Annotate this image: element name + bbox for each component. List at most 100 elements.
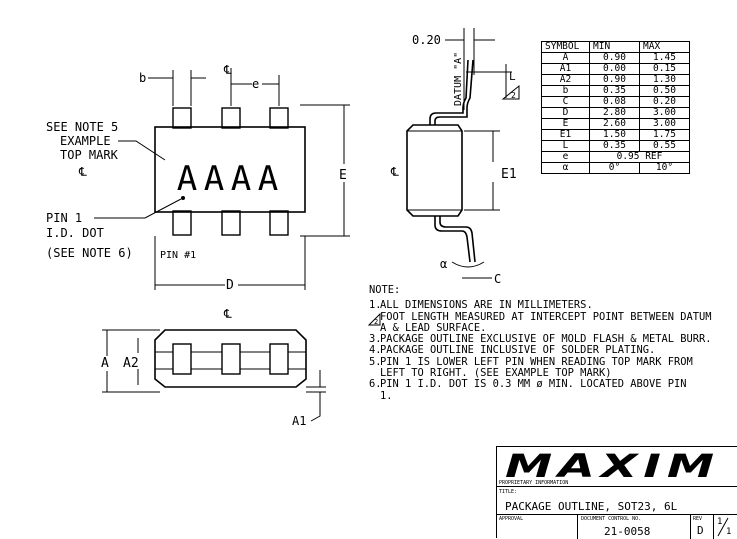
left-centerline-symbol: ℄ bbox=[78, 165, 87, 179]
top-mark-label: TOP MARK bbox=[60, 148, 119, 162]
table-header: SYMBOL bbox=[541, 41, 590, 53]
side-view: ℄ 0.20 DATUM "A" L 2 E1 α C bbox=[390, 28, 520, 286]
table-cell: 3.00 bbox=[639, 107, 690, 119]
table-cell: 0.35 bbox=[589, 85, 640, 97]
A2-label: A2 bbox=[123, 356, 139, 371]
see-note-5-label: SEE NOTE 5 bbox=[46, 120, 118, 134]
top-mark-char: A bbox=[231, 159, 251, 199]
bottom-pad-2 bbox=[221, 210, 241, 236]
table-cell: C bbox=[541, 96, 590, 108]
L-label: L bbox=[509, 70, 516, 83]
top-centerline-symbol: ℄ bbox=[223, 63, 232, 77]
A-label: A bbox=[101, 356, 109, 371]
title-block: MAXIM PROPRIETARY INFORMATION TITLE: PAC… bbox=[496, 446, 737, 539]
table-cell: A bbox=[541, 52, 590, 64]
note-text: FOOT LENGTH MEASURED AT INTERCEPT POINT … bbox=[380, 310, 712, 334]
note-number: 3. bbox=[369, 333, 382, 346]
top-pad-1 bbox=[172, 107, 192, 129]
revision: D bbox=[697, 524, 704, 537]
E-label: E bbox=[339, 168, 347, 183]
side-centerline-symbol: ℄ bbox=[390, 165, 399, 179]
front-view-body bbox=[154, 329, 307, 388]
table-cell: 0.90 bbox=[589, 74, 640, 86]
table-cell: 1.45 bbox=[639, 52, 690, 64]
note-2-triangle-number: 2 bbox=[374, 318, 378, 326]
table-cell: D bbox=[541, 107, 590, 119]
table-cell: b bbox=[541, 85, 590, 97]
package-title: PACKAGE OUTLINE, SOT23, 6L bbox=[505, 500, 678, 513]
id-dot-label: I.D. DOT bbox=[46, 226, 104, 240]
notes-block: NOTE: 1.ALL DIMENSIONS ARE IN MILLIMETER… bbox=[369, 284, 724, 402]
approval-label: APPROVAL bbox=[499, 516, 524, 522]
upper-lead bbox=[434, 59, 474, 125]
table-header-row: SYMBOL MIN MAX bbox=[541, 41, 690, 53]
table-cell: 0.15 bbox=[639, 63, 690, 75]
table-cell: 2.80 bbox=[589, 107, 640, 119]
A1-label: A1 bbox=[292, 414, 306, 428]
table-cell: 10° bbox=[639, 162, 690, 174]
rev-label: REV bbox=[693, 516, 703, 522]
sheet-total: 1 bbox=[726, 527, 732, 537]
table-cell: 0.55 bbox=[639, 140, 690, 152]
note-number: 4. bbox=[369, 344, 382, 357]
table-cell: 0.00 bbox=[589, 63, 640, 75]
table-cell: L bbox=[541, 140, 590, 152]
table-cell: 0.90 bbox=[589, 52, 640, 64]
note-text: PIN 1 IS LOWER LEFT PIN WHEN READING TOP… bbox=[380, 355, 693, 380]
table-cell: E bbox=[541, 118, 590, 130]
table-cell: A2 bbox=[541, 74, 590, 86]
bottom-pad-1 bbox=[172, 210, 192, 236]
note-item: 5.PIN 1 IS LOWER LEFT PIN WHEN READING T… bbox=[369, 355, 724, 380]
sheet-slash bbox=[717, 517, 729, 537]
table-cell: 0.20 bbox=[639, 96, 690, 108]
note-number: 6. bbox=[369, 378, 382, 391]
E1-label: E1 bbox=[501, 167, 517, 182]
pin1-id-dot bbox=[181, 196, 185, 200]
top-view-body bbox=[154, 126, 306, 213]
title-block-divider bbox=[713, 514, 714, 539]
pin-number-label: PIN #1 bbox=[160, 250, 196, 261]
note-item: 3.PACKAGE OUTLINE EXCLUSIVE OF MOLD FLAS… bbox=[369, 333, 724, 346]
table-cell: 0.50 bbox=[639, 85, 690, 97]
top-mark-leader bbox=[118, 140, 166, 161]
table-cell: 2.60 bbox=[589, 118, 640, 130]
note-item: 4.PACKAGE OUTLINE INCLUSIVE OF SOLDER PL… bbox=[369, 344, 724, 357]
front-lead-1 bbox=[172, 343, 192, 375]
pin1-label: PIN 1 bbox=[46, 211, 82, 225]
title-block-divider bbox=[497, 486, 737, 487]
maxim-logo: MAXIM bbox=[505, 447, 716, 485]
table-cell: 0.35 bbox=[589, 140, 640, 152]
C-label: C bbox=[494, 272, 501, 286]
bottom-pad-3 bbox=[269, 210, 289, 236]
note-number: 1. bbox=[369, 299, 382, 312]
title-label: TITLE: bbox=[499, 489, 518, 495]
note-text: PACKAGE OUTLINE EXCLUSIVE OF MOLD FLASH … bbox=[380, 333, 712, 346]
top-mark-char: A bbox=[204, 159, 224, 199]
front-lead-2 bbox=[221, 343, 241, 375]
document-number: 21-0058 bbox=[604, 525, 651, 538]
table-header: MIN bbox=[589, 41, 640, 53]
alpha-label: α bbox=[440, 257, 447, 271]
b-label: b bbox=[139, 71, 146, 85]
top-pad-2 bbox=[221, 107, 241, 129]
front-centerline-symbol: ℄ bbox=[223, 307, 232, 321]
note-2-triangle-number: 2 bbox=[511, 91, 516, 100]
notes-title: NOTE: bbox=[369, 284, 401, 296]
top-view: A A A A b e ℄ SEE NOTE 5 EXAMPLE TOP MAR… bbox=[46, 63, 350, 293]
pin1-leader bbox=[94, 198, 182, 219]
title-block-divider bbox=[497, 514, 737, 515]
proprietary-label: PROPRIETARY INFORMATION bbox=[499, 480, 569, 486]
side-view-body bbox=[406, 124, 463, 217]
table-cell: A1 bbox=[541, 63, 590, 75]
table-cell: 0.95 REF bbox=[589, 151, 690, 163]
title-block-divider bbox=[577, 514, 578, 539]
front-view: ℄ A A2 A1 bbox=[101, 307, 326, 428]
